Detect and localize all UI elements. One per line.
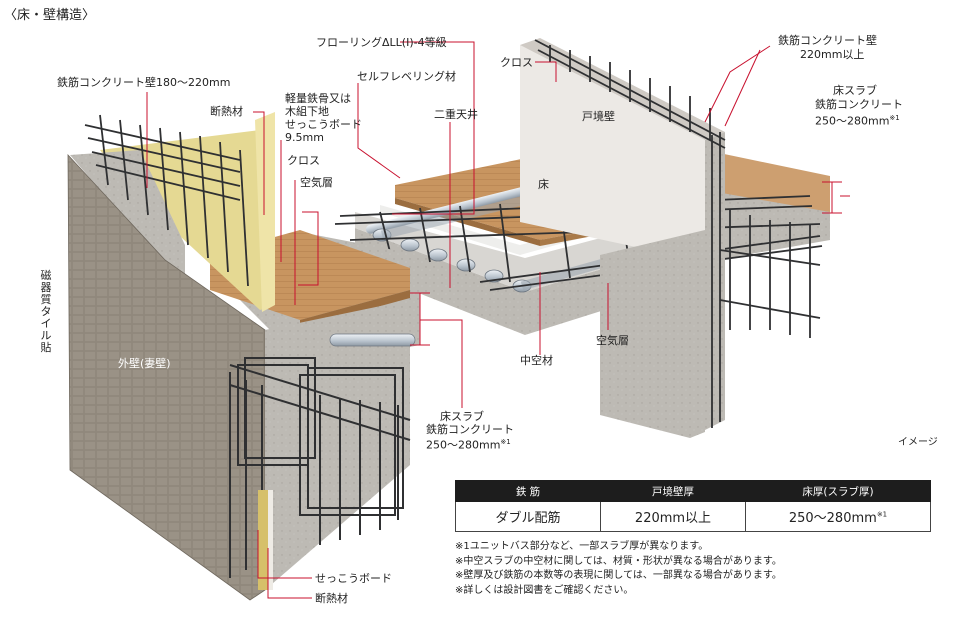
label-slab-left-1: 床スラブ [440, 410, 484, 423]
label-slab-left-3: 250～280mm※1 [426, 438, 511, 452]
label-stud-4: 9.5mm [285, 131, 324, 144]
label-gypsum-bottom: せっこうボード [315, 572, 392, 585]
label-stud-2: 木組下地 [285, 105, 329, 118]
unit-wall-lower [600, 230, 705, 438]
footnote-3: ※壁厚及び鉄筋の本数等の表現に関しては、一部異なる場合があります。 [455, 570, 782, 581]
label-slab-right-1: 床スラブ [833, 84, 877, 97]
spec-header-rebar: 鉄 筋 [455, 480, 601, 502]
footnote-2: ※中空スラブの中空材に関しては、材質・形状が異なる場合があります。 [455, 555, 782, 567]
label-flooring: フローリングΔLL(I)-4等級 [316, 36, 447, 49]
image-note: イメージ [898, 437, 938, 448]
label-floor: 床 [538, 178, 549, 191]
footnote-4: ※詳しくは設計図書をご確認ください。 [455, 584, 634, 596]
section-title: 〈床・壁構造〉 [4, 8, 96, 23]
label-slab-left-2: 鉄筋コンクリート [426, 423, 514, 436]
unit-wall-surface [520, 45, 705, 438]
right-rebar-cage [719, 210, 821, 338]
label-rc-wall-right-2: 220mm以上 [800, 48, 865, 61]
footnotes: ※1ユニットバス部分など、一部スラブ厚が異なります。 ※中空スラブの中空材に関し… [455, 540, 782, 598]
label-stud-3: せっこうボード [285, 118, 362, 131]
label-slab-right-3: 250～280mm※1 [815, 114, 900, 128]
label-cloth-left: クロス [287, 154, 320, 167]
label-air-layer-right: 空気層 [596, 334, 629, 347]
left-rebar-cage [229, 357, 411, 578]
label-insulation-top: 断熱材 [210, 105, 243, 118]
label-cloth-top: クロス [500, 56, 533, 69]
spec-table-header: 鉄 筋 戸境壁厚 床厚(スラブ厚) [455, 480, 931, 502]
leader-lines [146, 41, 850, 599]
spec-table-row: ダブル配筋 220mm以上 250～280mm※1 [455, 501, 931, 532]
label-insulation-bottom: 断熱材 [315, 592, 348, 605]
spec-header-wall: 戸境壁厚 [600, 480, 746, 502]
footnote-1: ※1ユニットバス部分など、一部スラブ厚が異なります。 [455, 541, 709, 552]
label-self-leveling: セルフレベリング材 [357, 70, 456, 83]
outer-wall-corner-concrete [265, 300, 410, 590]
label-hollow-material: 中空材 [520, 354, 553, 367]
spec-cell-floor: 250～280mm※1 [745, 501, 931, 532]
spec-table: 鉄 筋 戸境壁厚 床厚(スラブ厚) ダブル配筋 220mm以上 250～280m… [455, 480, 931, 532]
label-air-layer-left: 空気層 [300, 176, 333, 189]
label-rc-wall-right-1: 鉄筋コンクリート壁 [778, 34, 877, 47]
label-tile-vertical: 磁器質タイル貼 [40, 269, 52, 354]
label-stud-1: 軽量鉄骨又は [285, 92, 351, 105]
spec-cell-rebar: ダブル配筋 [455, 501, 601, 532]
left-wall-rebars [84, 114, 249, 287]
label-outer-wall: 外壁(妻壁) [118, 357, 171, 370]
spec-cell-wall: 220mm以上 [600, 501, 746, 532]
label-unit-wall: 戸境壁 [582, 110, 615, 123]
label-double-ceiling: 二重天井 [434, 108, 478, 121]
spec-header-floor: 床厚(スラブ厚) [745, 480, 931, 502]
label-rc-wall-left: 鉄筋コンクリート壁180～220mm [57, 76, 231, 89]
label-slab-right-2: 鉄筋コンクリート [815, 98, 903, 111]
